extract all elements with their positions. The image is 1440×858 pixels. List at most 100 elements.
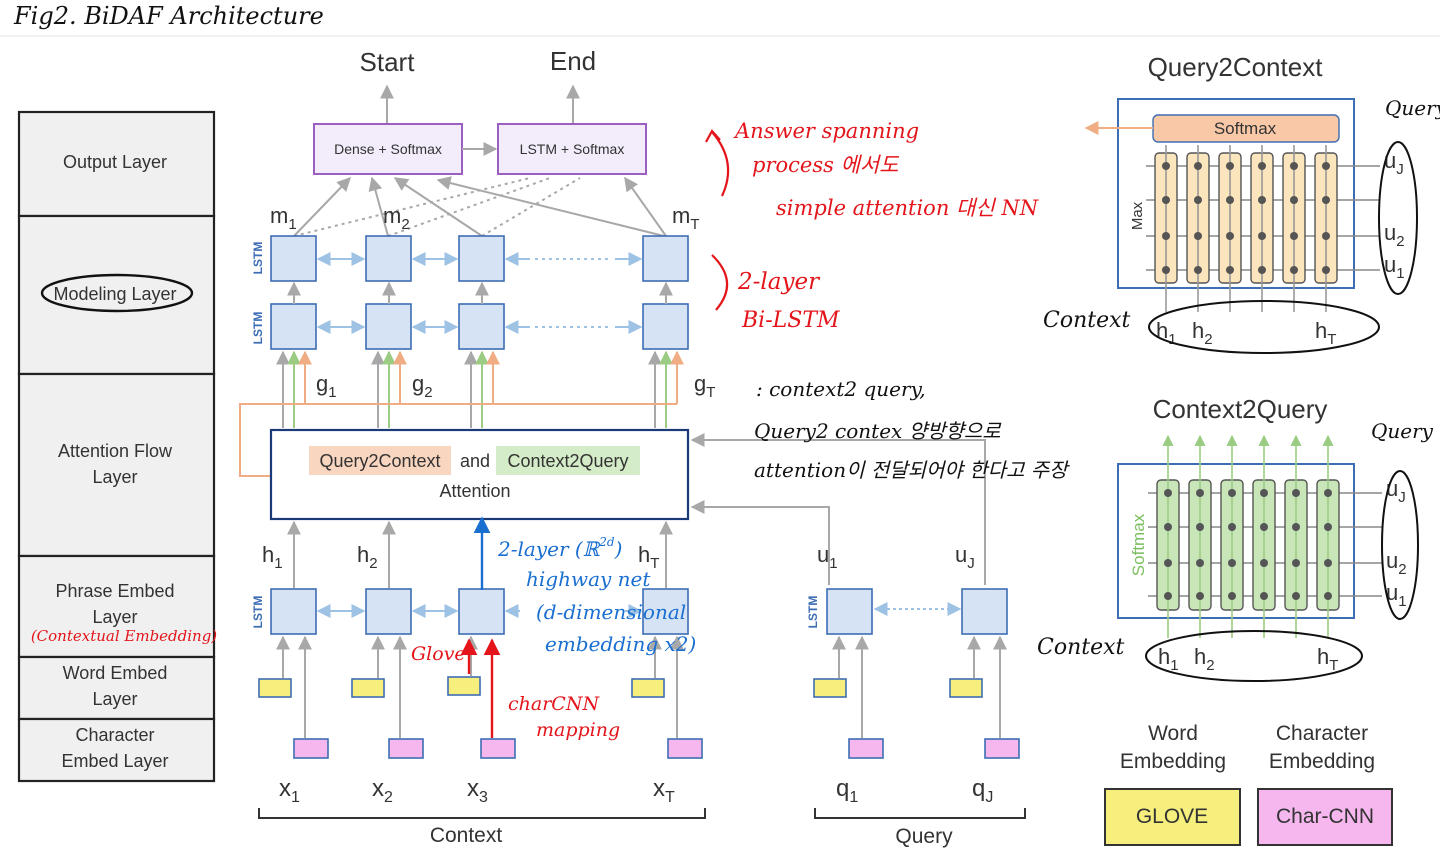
- c2q-grid-node-2-1: [1228, 523, 1236, 531]
- uJ-to-attention: [690, 433, 986, 585]
- highway-note-3: (d-dimensional: [536, 600, 686, 624]
- layer-column: Output Layer Modeling Layer Attention Fl…: [17, 110, 217, 783]
- q2c-grid-node-3-3: [1258, 266, 1266, 274]
- legend-word-label: Word: [1148, 722, 1198, 745]
- modeling-cell-upper-2: [365, 235, 412, 282]
- phrase-layer-label: Phrase Embed: [55, 581, 174, 601]
- annotations: Answer spanning process 에서도 simple atten…: [411, 119, 1070, 741]
- modeling-cell-lower-T: [642, 303, 689, 350]
- c2q-grid-node-4-2: [1292, 559, 1300, 567]
- lstm-softmax-box: [497, 123, 647, 175]
- q2c-grid-node-2-3: [1226, 266, 1234, 274]
- flow-note-2: Query2 contex 양방향으로: [754, 419, 1002, 443]
- attention-and-label: and: [460, 451, 490, 471]
- query-section: u1 uJ LSTM q1 qJ Query: [806, 542, 1026, 848]
- attention-layer-label-2: Layer: [92, 467, 137, 487]
- query-cell-1: [826, 588, 873, 635]
- c2q-grid-node-3-2: [1260, 559, 1268, 567]
- q2c-grid-node-5-1: [1322, 196, 1330, 204]
- c2q-grid-node-1-2: [1196, 559, 1204, 567]
- q2c-query-note: Query: [1385, 96, 1440, 120]
- q2c-uJ: uJ: [1384, 148, 1404, 178]
- q2c-grid-node-1-1: [1194, 196, 1202, 204]
- modeling-cell-lower-3: [458, 303, 505, 350]
- mT-to-dense: [436, 176, 665, 237]
- c2q-grid-node-5-2: [1324, 559, 1332, 567]
- attention-layer-label: Attention Flow: [58, 441, 173, 461]
- q2c-feedback-path: [239, 403, 677, 477]
- g1-label: g1: [316, 371, 337, 401]
- xT-label: xT: [653, 775, 675, 806]
- legend-charcnn-swatch: [1257, 788, 1393, 846]
- modeling-layer-circle: [40, 273, 194, 313]
- lstm-tag-upper: LSTM: [251, 242, 265, 275]
- lstm-tag-context: LSTM: [251, 596, 265, 629]
- m1-to-lstm-dotted: [293, 177, 531, 237]
- g2-label: g2: [412, 371, 433, 401]
- glove-box-1: [258, 678, 292, 698]
- contextual-embedding-note: (Contextual Embedding): [31, 627, 217, 645]
- q2c-grid-node-3-0: [1258, 162, 1266, 170]
- q2c-hT: hT: [1315, 318, 1336, 348]
- m3-to-dense: [393, 177, 483, 237]
- q2c-u2: u2: [1384, 220, 1405, 250]
- legend: Word Embedding Character Embedding GLOVE…: [1104, 722, 1393, 846]
- phrase-cell-3: [458, 588, 505, 635]
- c2q-grid-node-5-3: [1324, 592, 1332, 600]
- output-layer-label: Output Layer: [63, 152, 167, 172]
- q1-label: q1: [836, 775, 858, 806]
- x2-label: x2: [372, 775, 393, 806]
- char-box-3: [480, 738, 516, 759]
- phrase-cell-1: [270, 588, 317, 635]
- c2q-highlight: [496, 446, 640, 475]
- legend-glove-label: GLOVE: [1136, 805, 1208, 828]
- c2q-grid-node-0-3: [1164, 592, 1172, 600]
- c2q-grid-node-1-0: [1196, 489, 1204, 497]
- h1-label: h1: [262, 542, 283, 572]
- phrase-layer-label-2: Layer: [92, 607, 137, 627]
- q2c-panel-title: Query2Context: [1148, 52, 1324, 82]
- bilstm-note-2: Bi-LSTM: [741, 308, 840, 333]
- q2c-highlight: [309, 446, 451, 475]
- modeling-cell-lower-1: [270, 303, 317, 350]
- context-label: Context: [430, 824, 503, 847]
- q2c-grid-node-1-0: [1194, 162, 1202, 170]
- phrase-section: h1 h2 hT LSTM x1 x2 x3: [251, 520, 706, 847]
- q2c-max-label: Max: [1129, 201, 1146, 230]
- uJ-label: uJ: [955, 542, 975, 572]
- q2c-u-circle: [1378, 141, 1418, 295]
- modeling-cell-lower-2: [365, 303, 412, 350]
- c2q-u-circle: [1381, 470, 1419, 620]
- m3-to-lstm-dotted: [481, 177, 581, 237]
- c2q-h1: h1: [1158, 644, 1179, 674]
- modeling-layer-label: Modeling Layer: [53, 284, 176, 304]
- q2c-grid-node-4-0: [1290, 162, 1298, 170]
- m2-to-dense: [368, 176, 389, 237]
- q2c-grid-node-0-2: [1162, 232, 1170, 240]
- lstm-softmax-label: LSTM + Softmax: [520, 141, 625, 157]
- answer-bracket: [711, 131, 730, 197]
- query-bracket: [814, 808, 1026, 819]
- answer-note-1: Answer spanning: [733, 119, 919, 143]
- c2q-grid-node-1-3: [1196, 592, 1204, 600]
- c2q-grid-node-2-0: [1228, 489, 1236, 497]
- legend-char-label: Character: [1276, 722, 1368, 745]
- phrase-cell-2: [365, 588, 412, 635]
- modeling-layer-box: [17, 214, 216, 376]
- c2q-grid: [1148, 434, 1382, 638]
- answer-note-2: process 에서도: [752, 153, 900, 177]
- context-bracket: [258, 808, 706, 819]
- c2q-hT: hT: [1317, 644, 1338, 674]
- q2c-grid-node-4-1: [1290, 196, 1298, 204]
- q2c-grid-node-2-1: [1226, 196, 1234, 204]
- attention-attn-label: Attention: [439, 481, 510, 501]
- q-char-box-J: [984, 738, 1020, 759]
- q2c-softmax-label: Softmax: [1214, 119, 1277, 138]
- g-arrows: g1 g2 gT: [239, 350, 715, 477]
- u1-to-attention: [690, 500, 830, 585]
- c2q-grid-node-2-2: [1228, 559, 1236, 567]
- phrase-layer-box: [17, 554, 216, 659]
- highway-note-4: embedding x2): [545, 632, 696, 656]
- mT-to-lstm: [624, 176, 667, 237]
- q2c-grid-node-2-0: [1226, 162, 1234, 170]
